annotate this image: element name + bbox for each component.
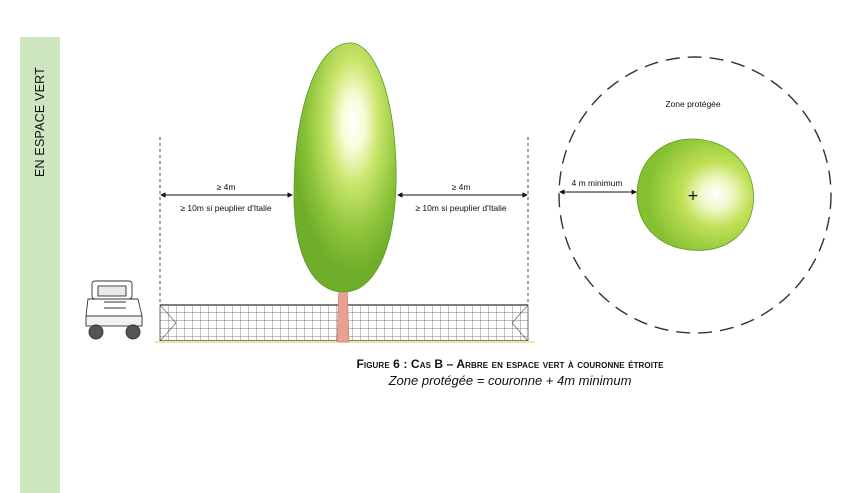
lawn-mower-icon	[85, 280, 143, 340]
left-dim-secondary: ≥ 10m si peuplier d'Italie	[180, 203, 272, 213]
zone-label: Zone protégée	[665, 99, 721, 109]
right-dim-secondary: ≥ 10m si peuplier d'Italie	[415, 203, 507, 213]
caption: Figure 6 : Cas B – Arbre en espace vert …	[260, 357, 760, 388]
dimension-guides	[159, 137, 529, 305]
left-dim-primary: ≥ 4m	[217, 182, 236, 192]
caption-title: Figure 6 : Cas B – Arbre en espace vert …	[356, 357, 664, 371]
right-dim-primary: ≥ 4m	[452, 182, 471, 192]
distance-label: 4 m minimum	[571, 178, 622, 188]
caption-subtitle: Zone protégée = couronne + 4m minimum	[388, 373, 632, 388]
protected-zone-circle	[558, 56, 832, 334]
center-mark: +	[687, 188, 699, 204]
tree-icon	[293, 42, 397, 343]
crown-plan-icon	[636, 138, 754, 251]
side-band: EN ESPACE VERT	[20, 37, 60, 493]
